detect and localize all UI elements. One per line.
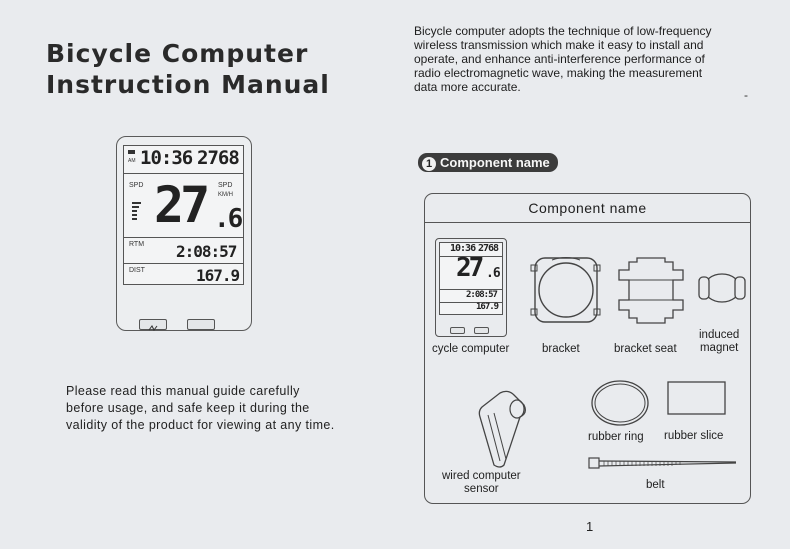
left-button <box>139 319 167 331</box>
mini-left-button <box>450 327 465 334</box>
label-induced-magnet-line-1: induced <box>699 329 740 341</box>
speed-unit: KM/H <box>218 192 233 198</box>
time-readout: 10:36 <box>140 147 193 169</box>
mini-screen: 10:36 2768 27 .6 2:08:57 167.9 <box>439 242 503 315</box>
rtm-label: RTM <box>129 241 145 248</box>
label-bracket: bracket <box>542 343 580 355</box>
description-line: operate, and enhance anti-interference p… <box>414 52 705 66</box>
rubber-ring-drawing <box>591 380 649 426</box>
mini-right-button <box>474 327 489 334</box>
rtm-readout: 2:08:57 <box>176 242 237 261</box>
component-panel <box>424 193 751 504</box>
bicycle-computer-illustration: AM 10:36 2768 SPD SPD KM/H 27 .6 RTM 2:0… <box>116 136 252 331</box>
speed-decimal: .6 <box>214 204 243 234</box>
mini-speed: 27 <box>456 253 484 283</box>
speed-label: SPD <box>129 182 144 189</box>
divider <box>124 173 243 174</box>
page-number: 1 <box>586 519 594 534</box>
intro-line: before usage, and safe keep it during th… <box>66 401 310 415</box>
intro-line: validity of the product for viewing at a… <box>66 418 335 432</box>
label-bracket-seat: bracket seat <box>614 343 677 355</box>
wired-sensor-drawing <box>478 390 526 468</box>
bracket-drawing <box>530 257 601 323</box>
section-heading: 1 Component name <box>418 153 558 172</box>
speed-unit-label: SPD <box>218 182 233 189</box>
manual-title: Bicycle Computer Instruction Manual <box>46 38 330 100</box>
dist-label: DIST <box>129 267 145 274</box>
signal-icon <box>128 150 135 154</box>
divider <box>440 256 502 257</box>
section-number: 1 <box>422 156 436 171</box>
section-heading-text: Component name <box>440 155 550 170</box>
description-line: radio electromagnetic wave, making the m… <box>414 66 703 80</box>
dist-readout: 167.9 <box>196 266 240 285</box>
rubber-slice-drawing <box>667 381 726 415</box>
mini-odometer: 2768 <box>478 243 499 254</box>
divider <box>440 302 502 303</box>
mini-rtm: 2:08:57 <box>466 290 498 300</box>
label-rubber-slice: rubber slice <box>664 430 724 442</box>
title-line-2: Instruction Manual <box>46 70 330 99</box>
label-belt: belt <box>646 479 665 491</box>
label-wired-sensor: wired computer sensor <box>442 470 521 496</box>
odometer-readout: 2768 <box>197 147 240 169</box>
label-cycle-computer: cycle computer <box>432 343 510 355</box>
mini-speed-decimal: .6 <box>486 266 501 281</box>
induced-magnet-drawing <box>698 273 746 303</box>
intro-line: Please read this manual guide carefully <box>66 384 300 398</box>
right-button <box>187 319 215 330</box>
cycle-computer-drawing: 10:36 2768 27 .6 2:08:57 167.9 <box>435 238 507 337</box>
intro-paragraph: Please read this manual guide carefully … <box>66 383 335 434</box>
label-wired-sensor-line-1: wired computer <box>442 470 521 482</box>
bracket-seat-drawing <box>618 257 684 324</box>
lcd-screen: AM 10:36 2768 SPD SPD KM/H 27 .6 RTM 2:0… <box>123 145 244 285</box>
belt-drawing <box>588 457 737 469</box>
speed-bars-icon <box>132 202 141 220</box>
description-line: wireless transmission which make it easy… <box>414 38 704 52</box>
label-wired-sensor-line-2: sensor <box>464 483 499 495</box>
stray-mark: - <box>744 88 748 102</box>
mini-time: 10:36 <box>450 243 476 254</box>
label-induced-magnet: induced magnet <box>699 329 739 355</box>
divider <box>124 237 243 238</box>
label-induced-magnet-line-2: magnet <box>699 342 739 354</box>
am-label: AM <box>128 158 136 164</box>
description-line: Bicycle computer adopts the technique of… <box>414 24 712 38</box>
divider <box>124 263 243 264</box>
label-rubber-ring: rubber ring <box>588 431 644 443</box>
description-line: data more accurate. <box>414 80 521 94</box>
divider <box>440 289 502 290</box>
description-paragraph: Bicycle computer adopts the technique of… <box>414 24 712 94</box>
speed-readout: 27 <box>154 176 210 234</box>
title-line-1: Bicycle Computer <box>46 39 309 68</box>
panel-title: Component name <box>424 193 751 223</box>
mini-dist: 167.9 <box>476 302 499 312</box>
